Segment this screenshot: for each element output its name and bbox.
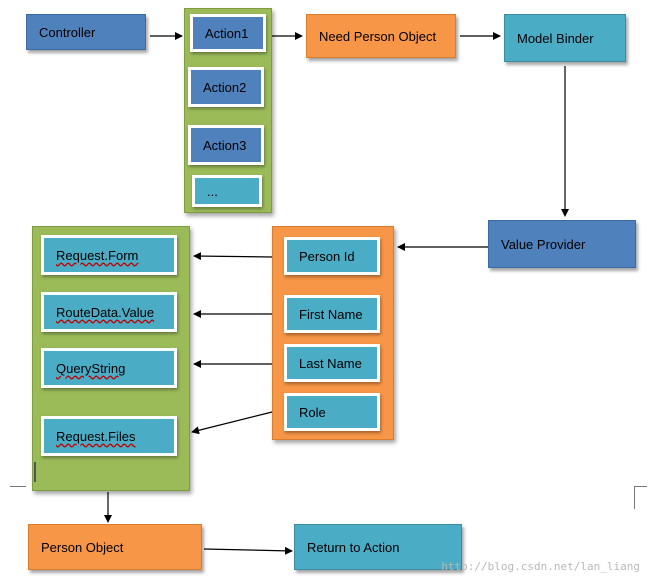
return-to-action-box: Return to Action	[294, 524, 462, 570]
role-label: Role	[299, 404, 326, 420]
person-id-label: Person Id	[299, 248, 355, 264]
page-corner-mark-right	[634, 486, 647, 509]
person-object-box: Person Object	[28, 524, 202, 570]
model-binder-box: Model Binder	[504, 14, 626, 62]
page-corner-mark-left	[10, 486, 26, 487]
value-provider-label: Value Provider	[501, 236, 586, 252]
watermark-text: http://blog.csdn.net/lan_liang	[441, 560, 640, 573]
action-more-label: ...	[207, 183, 218, 199]
action-more-box: ...	[192, 175, 262, 207]
request-form-label: Request.Form	[56, 247, 139, 263]
arrow-person-object-to-return	[203, 546, 293, 555]
value-provider-box: Value Provider	[488, 220, 636, 268]
request-files-label: Request.Files	[56, 428, 136, 444]
querystring-box: QueryString	[41, 348, 177, 388]
request-form-box: Request.Form	[41, 235, 177, 275]
need-person-object-label: Need Person Object	[319, 28, 437, 44]
need-person-object-box: Need Person Object	[306, 14, 456, 58]
routedata-value-box: RouteData.Value	[41, 292, 177, 332]
action1-box: Action1	[190, 14, 266, 52]
arrow-role-to-request-files	[191, 411, 273, 435]
querystring-label: QueryString	[56, 360, 126, 376]
panel-cursor-mark	[34, 462, 36, 482]
action1-label: Action1	[205, 25, 249, 41]
last-name-label: Last Name	[299, 355, 362, 371]
arrow-personid-to-request-form	[193, 252, 273, 261]
action2-box: Action2	[188, 67, 264, 107]
first-name-box: First Name	[284, 295, 380, 333]
request-files-box: Request.Files	[41, 416, 177, 456]
return-to-action-label: Return to Action	[307, 539, 400, 555]
action2-label: Action2	[203, 79, 247, 95]
role-box: Role	[284, 393, 380, 431]
last-name-box: Last Name	[284, 344, 380, 382]
routedata-value-label: RouteData.Value	[56, 304, 155, 320]
person-id-box: Person Id	[284, 237, 380, 275]
person-object-label: Person Object	[41, 539, 124, 555]
model-binder-label: Model Binder	[517, 30, 594, 46]
first-name-label: First Name	[299, 306, 363, 322]
controller-box: Controller	[26, 14, 146, 50]
action3-box: Action3	[188, 125, 264, 165]
controller-label: Controller	[39, 24, 96, 40]
action3-label: Action3	[203, 137, 247, 153]
